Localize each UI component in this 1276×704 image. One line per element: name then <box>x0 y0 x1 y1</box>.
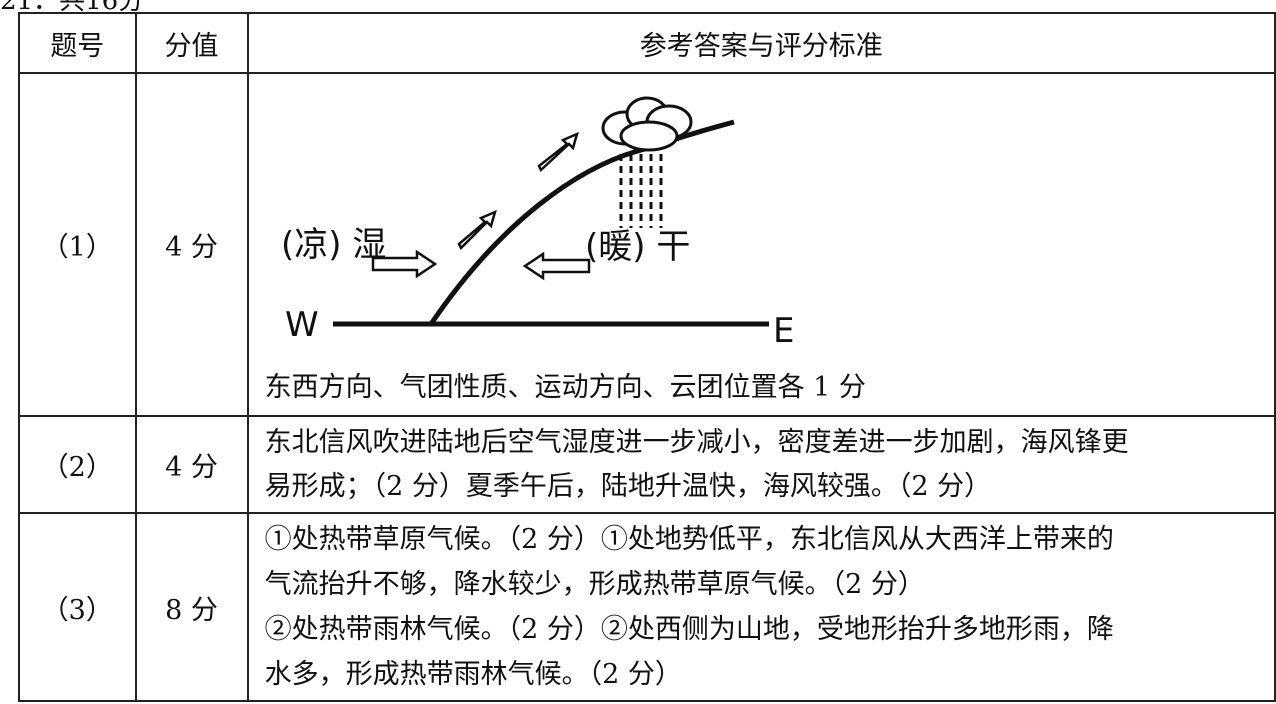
row-answer: (凉) 湿 (暖) 干 W E 东西方向、气团性质、运动方向、云团位置各 1 分 <box>246 72 1276 417</box>
table-row: （1） 4 分 <box>18 72 1276 417</box>
table-header-row: 题号 分值 参考答案与评分标准 <box>18 12 1276 74</box>
row-score: 4 分 <box>134 415 249 514</box>
row-answer-line: 东北信风吹进陆地后空气湿度进一步减小，密度差进一步加剧，海风锋更 <box>264 426 1129 458</box>
label-east: E <box>773 311 794 351</box>
grading-table: 题号 分值 参考答案与评分标准 （1） 4 分 <box>18 12 1276 702</box>
row-answer-line: 东西方向、气团性质、运动方向、云团位置各 1 分 <box>264 372 866 403</box>
row-answer-line: 水多，形成热带雨林气候。（2 分） <box>264 659 682 690</box>
row-number: （2） <box>18 415 137 514</box>
row-number: （3） <box>18 512 137 702</box>
onshore-wind-arrow-icon <box>371 249 437 279</box>
rain-icon <box>619 154 663 228</box>
row-score: 4 分 <box>134 72 249 417</box>
label-warm-dry: (暖) 干 <box>585 227 690 267</box>
offshore-wind-arrow-icon <box>522 251 590 281</box>
rising-air-arrows <box>457 131 579 251</box>
row-answer-line: ②处热带雨林气候。（2 分）②处西侧为山地，受地形抬升多地形雨，降 <box>264 614 1114 645</box>
row-answer: ①处热带草原气候。（2 分）①处地势低平，东北信风从大西洋上带来的 气流抬升不够… <box>246 512 1276 702</box>
header-score: 分值 <box>134 12 249 74</box>
table-row: （3） 8 分 ①处热带草原气候。（2 分）①处地势低平，东北信风从大西洋上带来… <box>18 512 1276 702</box>
rising-arrow-icon <box>457 209 497 251</box>
table-row: （2） 4 分 东北信风吹进陆地后空气湿度进一步减小，密度差进一步加剧，海风锋更… <box>18 415 1276 514</box>
row-number: （1） <box>18 72 137 417</box>
row-score: 8 分 <box>134 512 249 702</box>
header-answer: 参考答案与评分标准 <box>246 12 1276 74</box>
row-answer: 东北信风吹进陆地后空气湿度进一步减小，密度差进一步加剧，海风锋更 易形成；（2 … <box>246 415 1276 514</box>
row-answer-line: ①处热带草原气候。（2 分）①处地势低平，东北信风从大西洋上带来的 <box>264 524 1114 555</box>
sea-breeze-front-diagram: (凉) 湿 (暖) 干 W E <box>281 96 794 351</box>
cloud-icon <box>601 96 693 152</box>
row-answer-line: 气流抬升不够，降水较少，形成热带草原气候。（2 分） <box>264 569 925 600</box>
header-number: 题号 <box>18 12 137 74</box>
front-curve <box>428 119 735 326</box>
label-cool-humid: (凉) 湿 <box>281 225 386 265</box>
row-answer-line: 易形成；（2 分）夏季午后，陆地升温快，海风较强。（2 分） <box>264 470 992 502</box>
question-heading: 21．共16分 <box>0 0 145 16</box>
label-west: W <box>285 305 319 345</box>
rising-arrow-icon <box>537 131 579 173</box>
